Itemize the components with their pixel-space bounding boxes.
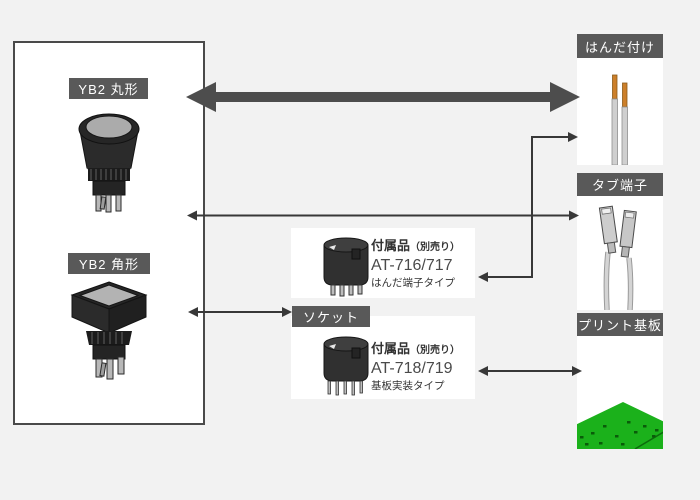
round-pushbutton-switch-icon [78, 113, 140, 213]
label-socket-text: ソケット [302, 310, 359, 325]
accessory-type: はんだ端子タイプ [371, 277, 455, 289]
label-tab-terminal: タブ端子 [577, 173, 663, 196]
label-printed-circuit-board-text: プリント基板 [577, 318, 662, 333]
label-tab-terminal-text: タブ端子 [591, 178, 648, 193]
label-soldering-text: はんだ付け [584, 39, 655, 55]
printed-circuit-board-icon [577, 402, 663, 449]
label-printed-circuit-board: プリント基板 [577, 313, 663, 336]
accessory-text-at716: 付属品（別売り） AT-716/717 はんだ端子タイプ [371, 238, 460, 290]
accessory-name: 付属品（別売り） [371, 238, 461, 253]
label-yb2-round: YB2 丸形 [69, 78, 148, 99]
tab-terminals-icon [598, 205, 637, 310]
socket-solder-icon [323, 237, 369, 297]
accessory-text-at718: 付属品（別売り） AT-718/719 基板実装タイプ [371, 341, 460, 393]
socket-pcb-icon [323, 336, 369, 396]
label-yb2-round-text: YB2 丸形 [78, 82, 139, 97]
tab-terminal-box [577, 196, 663, 310]
accessory-model: AT-718/719 [371, 360, 453, 377]
arrow-socket-soldering [478, 132, 578, 282]
label-soldering: はんだ付け [577, 34, 663, 58]
square-pushbutton-switch-icon [70, 281, 148, 380]
accessory-type: 基板実装タイプ [371, 380, 445, 392]
label-yb2-square: YB2 角形 [68, 253, 150, 274]
arrow-switch-tab [187, 210, 579, 221]
solder-wires-icon [611, 74, 628, 165]
arrow-switch-soldering [186, 82, 580, 112]
accessory-name: 付属品（別売り） [371, 341, 461, 356]
accessory-card-at718: 付属品（別売り） AT-718/719 基板実装タイプ [291, 316, 475, 399]
arrow-socket-pcb [478, 366, 582, 376]
label-socket: ソケット [292, 306, 370, 327]
soldering-box [577, 58, 663, 165]
label-yb2-square-text: YB2 角形 [78, 257, 140, 272]
accessory-model: AT-716/717 [371, 257, 453, 274]
printed-circuit-board-box [577, 336, 663, 449]
accessory-card-at716: 付属品（別売り） AT-716/717 はんだ端子タイプ [291, 228, 475, 298]
